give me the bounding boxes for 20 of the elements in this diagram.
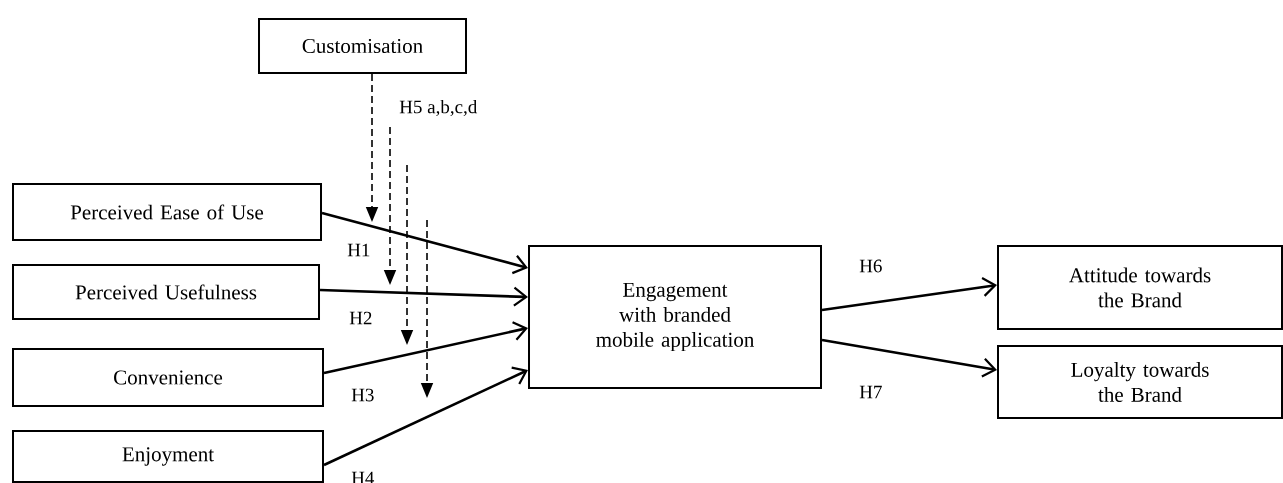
edge-label: H6 xyxy=(859,259,882,273)
box: Loyalty towards the Brand xyxy=(997,345,1283,419)
arrow xyxy=(323,366,528,467)
arrow xyxy=(323,321,528,375)
edge-label: H2 xyxy=(349,311,372,325)
box: Customisation xyxy=(258,18,467,74)
box: Attitude towards the Brand xyxy=(997,245,1283,330)
box: Perceived Ease of Use xyxy=(12,183,322,241)
box: Perceived Usefulness xyxy=(12,264,320,320)
edge-label: H7 xyxy=(859,385,882,399)
box: Engagement with branded mobile application xyxy=(528,245,822,389)
arrow xyxy=(821,338,997,378)
box: Enjoyment xyxy=(12,430,324,483)
edge-label: H3 xyxy=(351,388,374,402)
arrow xyxy=(321,211,528,275)
arrow xyxy=(319,286,528,307)
edge-label: H1 xyxy=(347,243,370,257)
box: Convenience xyxy=(12,348,324,407)
arrow xyxy=(821,277,997,312)
hypothesis-label: H5 a,b,c,d xyxy=(399,99,478,117)
